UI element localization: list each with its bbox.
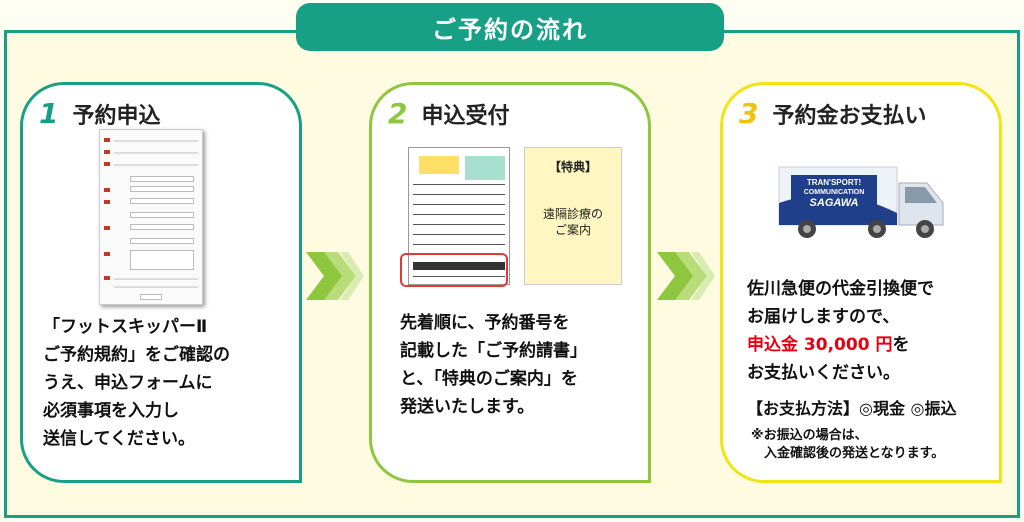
- transfer-note: ※お振込の場合は、 入金確認後の発送となります。: [751, 428, 945, 461]
- step-3-text-before: 佐川急便の代金引換便で お届けしますので、: [747, 279, 934, 327]
- delivery-truck-icon: TRAN'SPORT! COMMUNICATION SAGAWA: [778, 166, 944, 238]
- tokuten-label: 【特典】: [548, 160, 597, 174]
- step-card-1: 1 予約申込 「フットスキッパーⅡ ご予約規約」をご確認の うえ、申込フォームに…: [20, 82, 302, 483]
- step-1-label: 予約申込: [72, 104, 161, 129]
- flow-title: ご予約の流れ: [296, 3, 724, 51]
- truck-logo-line1: TRAN'SPORT!: [807, 178, 861, 187]
- step-2-description: 先着順に、予約番号を 記載した「ご予約請書」 と、「特典のご案内」を 発送いたし…: [400, 313, 587, 417]
- step-2-label: 申込受付: [421, 104, 510, 129]
- form-thumbnail-image: [99, 129, 203, 305]
- step-2-title: 2 申込受付: [388, 97, 510, 130]
- truck-logo-line2: COMMUNICATION: [804, 189, 865, 196]
- truck-logo-line3: SAGAWA: [810, 197, 859, 209]
- step-2-number: 2: [388, 97, 408, 130]
- document-highlight-box: [400, 253, 508, 287]
- reservation-document-image: [408, 147, 510, 285]
- tokuten-text: 遠隔診療の ご案内: [542, 207, 603, 237]
- step-1-number: 1: [39, 97, 59, 130]
- chevron-right-icon: [306, 252, 364, 300]
- step-1-title: 1 予約申込: [39, 97, 161, 130]
- tokuten-card: 【特典】 遠隔診療の ご案内: [524, 147, 622, 285]
- step-1-description: 「フットスキッパーⅡ ご予約規約」をご確認の うえ、申込フォームに 必須事項を入…: [43, 317, 230, 449]
- step-3-label: 予約金お支払い: [772, 104, 927, 129]
- step-3-text-after: を お支払いください。: [747, 335, 910, 383]
- step-3-title: 3 予約金お支払い: [739, 97, 927, 130]
- step-3-description: 佐川急便の代金引換便で お届けしますので、 申込金 30,000 円を お支払い…: [747, 275, 934, 387]
- step-card-3: 3 予約金お支払い TRAN'SPORT! COMMUNICATION SAGA…: [720, 82, 1002, 483]
- payment-method: 【お支払方法】◎現金 ◎振込: [747, 399, 957, 418]
- chevron-right-icon: [657, 252, 715, 300]
- step-3-number: 3: [739, 97, 759, 130]
- deposit-amount: 申込金 30,000 円: [747, 335, 893, 355]
- step-card-2: 2 申込受付 【特典】 遠隔診療の ご案内 先着順に、予約番号を 記載した「ご予…: [369, 82, 651, 483]
